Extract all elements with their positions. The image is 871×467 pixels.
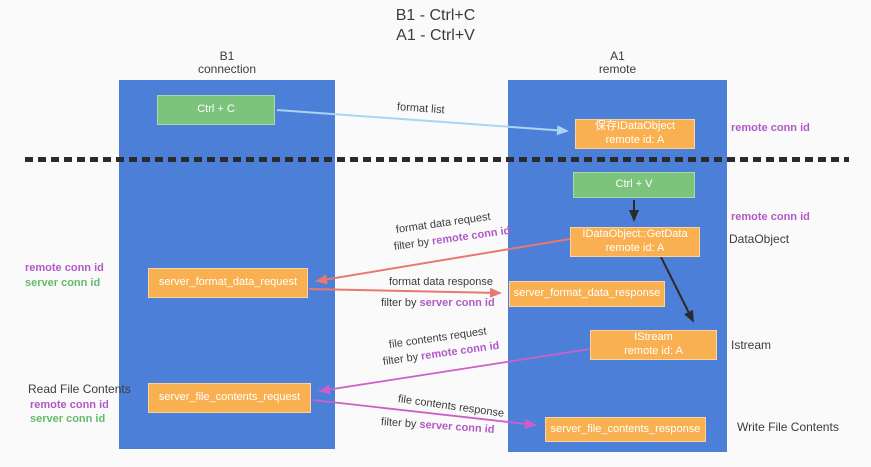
ctrl-c-label: Ctrl + C (197, 103, 235, 116)
ctrl-v-label: Ctrl + V (615, 178, 653, 191)
ctrl-v-node: Ctrl + V (573, 172, 695, 198)
right-column-header: A1 remote (508, 50, 727, 76)
format-data-response-label: format data response (389, 276, 493, 288)
write-file-contents-label: Write File Contents (737, 420, 839, 434)
title-line-2: A1 - Ctrl+V (396, 27, 475, 44)
left-bottom-remote-conn-id-label: remote conn id (30, 399, 109, 411)
format-data-response-arrow (308, 287, 502, 298)
right-top-remote-conn-id-label: remote conn id (731, 122, 810, 134)
save-idataobject-remote-id: remote id: A (605, 134, 665, 146)
ctrl-c-node: Ctrl + C (157, 95, 275, 125)
read-file-contents-label: Read File Contents (28, 382, 131, 396)
filter-by-prefix: filter by (381, 297, 420, 309)
diagram-title: B1 - Ctrl+C A1 - Ctrl+V (0, 6, 871, 46)
format-list-label: format list (396, 101, 445, 117)
left-column-name: B1 (219, 49, 235, 63)
server-file-contents-request-label: server_file_contents_request (158, 391, 301, 404)
server-file-contents-response-label: server_file_contents_response (550, 422, 701, 435)
istream-side-label: Istream (731, 338, 772, 352)
server-file-contents-request-node: server_file_contents_request (148, 383, 311, 413)
left-mid-server-conn-id-label: server conn id (25, 277, 101, 289)
idataobject-getdata-node: IDataObject::GetData remote id: A (570, 227, 700, 257)
filter-by-server-conn-id-label-2: filter by server conn id (381, 416, 495, 436)
server-format-data-response-label: server_format_data_response (513, 287, 661, 300)
left-bottom-server-conn-id-label: server conn id (30, 413, 106, 425)
server-format-data-request-label: server_format_data_request (158, 276, 298, 289)
right-column-name: A1 (610, 49, 625, 63)
filter-by-prefix: filter by (382, 350, 422, 368)
filter-by-prefix: filter by (380, 416, 420, 431)
save-idataobject-node: 保存IDataObject remote id: A (575, 119, 695, 149)
dataobject-label: DataObject (729, 232, 790, 246)
save-idataobject-title: 保存IDataObject (594, 120, 676, 133)
filter-by-prefix: filter by (393, 235, 433, 253)
server-conn-id-text: server conn id (419, 418, 495, 436)
getdata-remote-id: remote id: A (605, 242, 665, 254)
title-line-1: B1 - Ctrl+C (395, 7, 476, 24)
left-mid-remote-conn-id-label: remote conn id (25, 262, 104, 274)
dashed-separator-line (25, 157, 849, 162)
left-column-header: B1 connection (119, 50, 335, 76)
server-format-data-request-node: server_format_data_request (148, 268, 308, 298)
file-contents-response-label: file contents response (397, 393, 505, 420)
filter-by-server-conn-id-label-1: filter by server conn id (381, 297, 495, 309)
istream-title: IStream (634, 331, 673, 344)
istream-node: IStream remote id: A (590, 330, 717, 360)
server-file-contents-response-node: server_file_contents_response (545, 417, 706, 442)
server-format-data-response-node: server_format_data_response (509, 281, 665, 307)
server-conn-id-text: server conn id (419, 297, 495, 309)
right-mid-remote-conn-id-label: remote conn id (731, 211, 810, 223)
istream-remote-id: remote id: A (624, 345, 683, 357)
left-column-subtitle: connection (197, 62, 257, 76)
right-column-subtitle: remote (598, 62, 637, 76)
getdata-title: IDataObject::GetData (582, 228, 688, 241)
